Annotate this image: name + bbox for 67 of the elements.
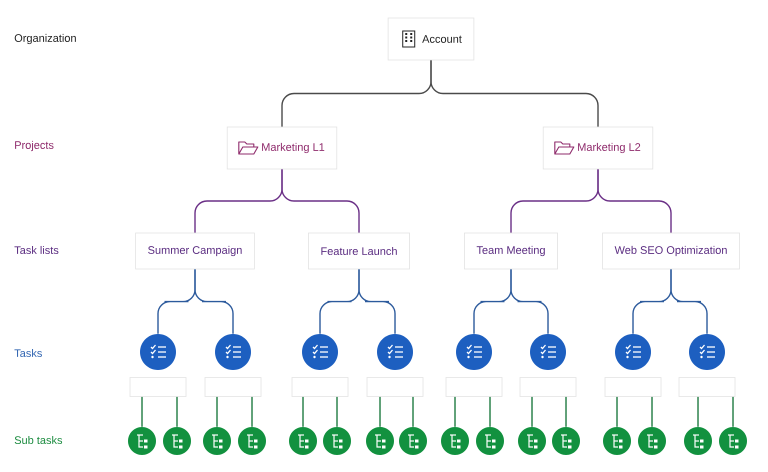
node-box: Team Meeting xyxy=(464,232,558,270)
node-box: Feature Launch xyxy=(308,232,410,270)
empty-box xyxy=(520,377,576,397)
task-circle xyxy=(689,334,725,370)
row-label: Sub tasks xyxy=(14,436,62,444)
connector-line xyxy=(489,396,491,427)
empty-box xyxy=(678,377,736,397)
subtask-circle xyxy=(518,427,546,455)
task-circle xyxy=(302,334,338,370)
connector-line xyxy=(732,396,734,427)
empty-box xyxy=(604,377,662,397)
connector-line xyxy=(176,396,178,427)
row-label: Organization xyxy=(14,34,76,44)
connector-line xyxy=(216,396,218,427)
subtask-circle xyxy=(638,427,666,455)
connector-line xyxy=(651,396,653,427)
empty-box xyxy=(130,377,186,397)
subtask-circle xyxy=(719,427,747,455)
connector-line xyxy=(597,169,672,233)
connector-line xyxy=(510,269,549,334)
connector-line xyxy=(379,396,381,427)
row-label: Task lists xyxy=(14,246,58,254)
subtask-circle xyxy=(289,427,317,455)
connector-line xyxy=(430,60,599,127)
connector-line xyxy=(194,269,234,334)
empty-box xyxy=(292,377,348,397)
node-box: Marketing L1 xyxy=(226,126,338,170)
subtask-circle xyxy=(238,427,266,455)
empty-box xyxy=(204,377,262,397)
subtask-circle xyxy=(366,427,394,455)
connector-line xyxy=(336,396,338,427)
empty-box xyxy=(366,377,424,397)
connector-line xyxy=(281,169,360,233)
connector-line xyxy=(565,396,567,427)
connector-line xyxy=(697,396,699,427)
empty-box xyxy=(446,377,502,397)
subtask-circle xyxy=(323,427,351,455)
node-box: Web SEO Optimization xyxy=(602,232,740,270)
subtask-circle xyxy=(603,427,631,455)
connector-line xyxy=(358,269,396,334)
connector-line xyxy=(670,269,708,334)
connector-line xyxy=(454,396,456,427)
subtask-circle xyxy=(163,427,191,455)
row-label: Projects xyxy=(15,140,54,152)
subtask-circle xyxy=(203,427,231,455)
connector-line xyxy=(302,396,304,427)
node-box: Account xyxy=(388,18,474,60)
subtask-circle xyxy=(128,427,156,455)
task-circle xyxy=(456,334,492,370)
connector-line xyxy=(251,396,253,427)
task-circle xyxy=(377,334,413,370)
subtask-circle xyxy=(399,427,427,455)
subtask-circle xyxy=(476,427,504,455)
node-box: Summer Campaign xyxy=(135,232,255,270)
row-label: Tasks xyxy=(14,348,42,358)
connector-line xyxy=(531,396,533,427)
node-box: Marketing L2 xyxy=(542,126,654,170)
subtask-circle xyxy=(552,427,580,455)
subtask-circle xyxy=(684,427,712,455)
task-circle xyxy=(140,334,176,370)
connector-line xyxy=(616,396,618,427)
connector-line xyxy=(412,396,414,427)
task-circle xyxy=(615,334,651,370)
task-circle xyxy=(530,334,566,370)
connector-line xyxy=(141,396,143,427)
subtask-circle xyxy=(441,427,469,455)
task-circle xyxy=(215,334,251,370)
